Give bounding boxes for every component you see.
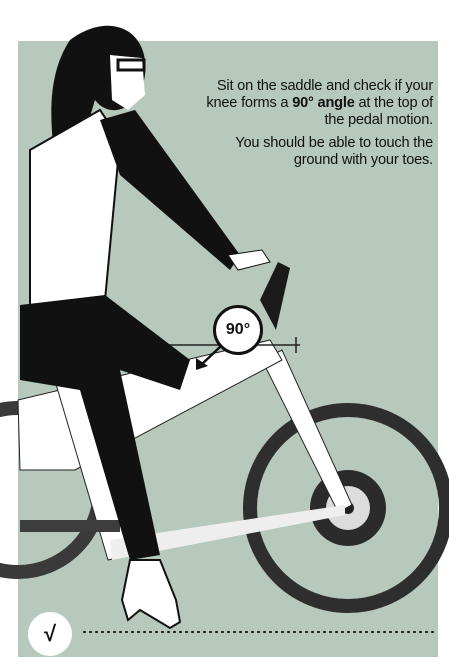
- instruction-knee-angle: Sit on the saddle and check if your knee…: [193, 78, 433, 129]
- angle-badge: 90°: [213, 305, 263, 355]
- angle-label: 90°: [226, 321, 250, 339]
- angle-emphasis: 90° angle: [292, 95, 354, 111]
- instruction-toes: You should be able to touch the ground w…: [193, 135, 433, 169]
- check-badge: √: [28, 612, 72, 656]
- handlebar-stem: [260, 262, 290, 330]
- front-wheel: [250, 410, 446, 606]
- instructions-caption: Sit on the saddle and check if your knee…: [193, 78, 433, 175]
- front-fork: [262, 350, 352, 512]
- check-icon: √: [44, 621, 56, 647]
